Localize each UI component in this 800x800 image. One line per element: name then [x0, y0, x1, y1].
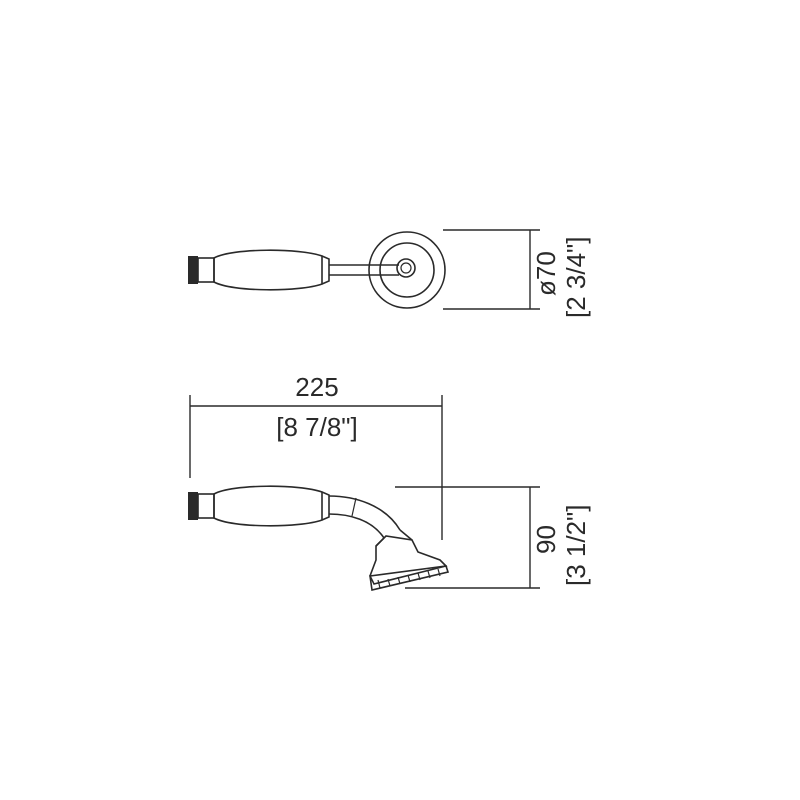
diameter-inch-label: [2 3/4"]	[561, 236, 591, 318]
side-hose-connector	[188, 492, 215, 520]
height-inch-label: [3 1/2"]	[561, 504, 591, 586]
top-head-outer	[368, 231, 446, 309]
side-arm-outer	[328, 495, 401, 531]
top-view: ø70 [2 3/4"]	[188, 229, 591, 318]
side-handle	[213, 485, 323, 527]
top-hose-connector	[188, 256, 215, 284]
side-view: 225 [8 7/8"]	[188, 372, 591, 591]
diameter-label: ø70	[531, 251, 561, 296]
top-head-hub-inner	[400, 262, 412, 274]
top-collar	[321, 255, 330, 285]
top-handle	[213, 249, 323, 291]
top-head-inner	[379, 242, 435, 298]
top-head-hub-outer	[396, 258, 416, 278]
length-inch-label: [8 7/8"]	[276, 412, 358, 442]
side-head-nozzles	[377, 568, 441, 589]
length-label: 225	[295, 372, 338, 402]
side-arm-inner	[328, 513, 385, 539]
side-collar	[321, 491, 330, 521]
side-head-face	[369, 565, 450, 591]
side-head-body	[369, 535, 448, 585]
height-label: 90	[531, 525, 561, 554]
side-arm-joint	[351, 497, 357, 517]
